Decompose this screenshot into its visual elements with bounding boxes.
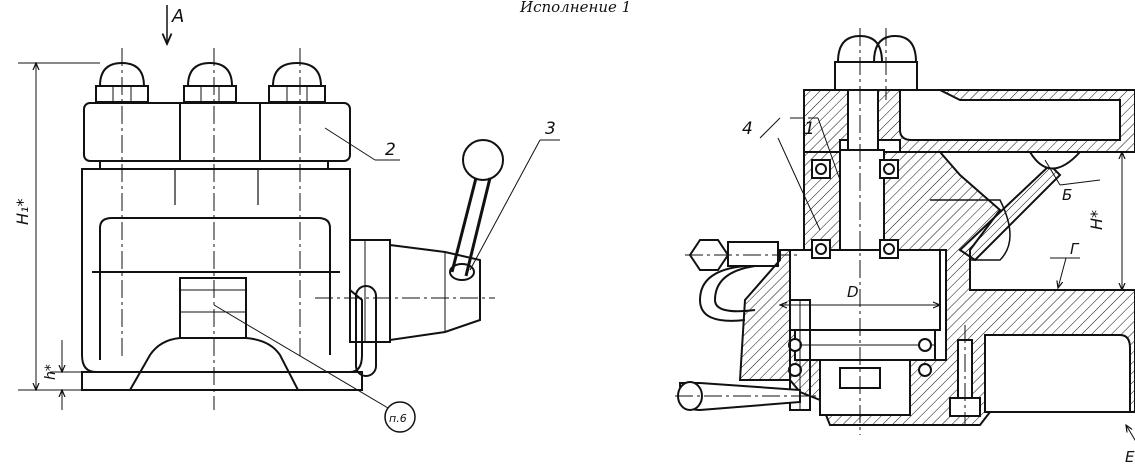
right-centre-lines [675, 28, 966, 435]
support-arm [958, 151, 1083, 262]
side-boss [349, 239, 481, 377]
tool-head [83, 102, 351, 170]
dimensions-left [18, 63, 100, 410]
centre-lines [121, 48, 495, 410]
left-view [18, 5, 560, 433]
lever-handle [449, 139, 504, 281]
callout-4: 4 [742, 119, 753, 139]
dim-h-right: H* [1087, 210, 1106, 230]
right-dome-nuts [834, 34, 918, 91]
left-labels: A H₁* h* 2 3 п.6 [13, 6, 556, 425]
dim-h: h* [43, 364, 59, 380]
dim-h1: H₁* [13, 199, 32, 225]
top-plate [803, 89, 1135, 153]
dimensions-right [759, 117, 1135, 441]
right-labels: 4 1 D Б H* Г Е [742, 119, 1135, 466]
label-e: Е [1125, 448, 1135, 466]
label-b: Б [1062, 186, 1072, 204]
callout-1: 1 [804, 119, 815, 139]
callout-2: 2 [385, 140, 396, 160]
dim-d: D [847, 283, 859, 301]
note-ref: п.6 [389, 412, 407, 425]
drawing-caption: Исполнение 1 [520, 0, 632, 16]
label-g: Г [1070, 240, 1080, 258]
leaders-left [213, 127, 560, 433]
callout-3: 3 [545, 119, 556, 139]
body [81, 168, 363, 391]
bearings [788, 159, 932, 377]
dome-nuts [95, 61, 326, 103]
housing [738, 151, 1135, 426]
view-label-a: A [171, 6, 184, 27]
right-view [675, 28, 1135, 441]
